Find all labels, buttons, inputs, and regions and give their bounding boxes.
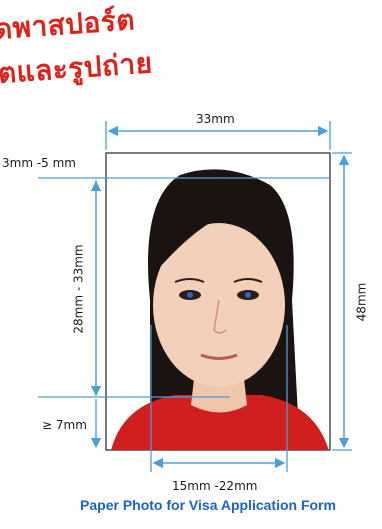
dimension-lines <box>38 121 352 472</box>
photo-height-label: 48mm <box>354 282 369 322</box>
bottom-margin-label: ≥ 7mm <box>42 418 87 432</box>
face-width-label: 15mm -22mm <box>172 479 258 493</box>
top-margin-label: 3mm -5 mm <box>2 156 76 170</box>
caption: Paper Photo for Visa Application Form <box>80 497 336 513</box>
portrait-image <box>111 169 329 450</box>
face-height-label: 28mm - 33mm <box>71 244 86 334</box>
width-label: 33mm <box>196 112 235 126</box>
